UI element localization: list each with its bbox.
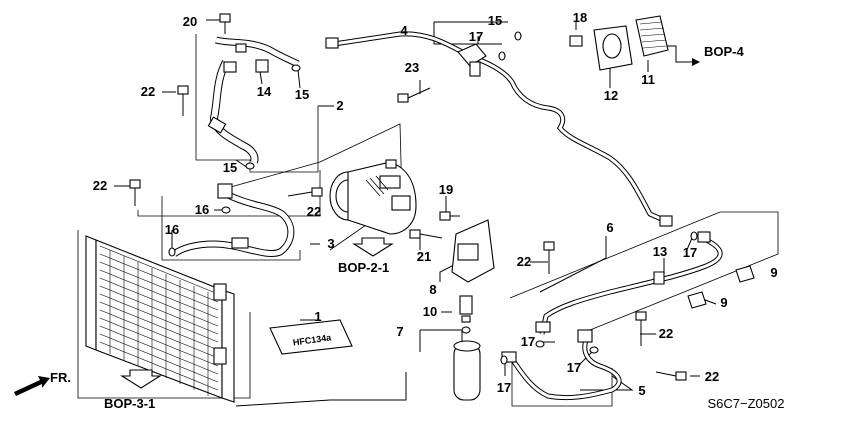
callout-15a: 15 [488,13,502,28]
callout-5: 5 [638,383,645,398]
ref-bop-2-1: BOP-2-1 [338,260,389,275]
callout-9a: 9 [770,265,777,280]
ref-bop-4: BOP-4 [704,44,745,59]
callout-13: 13 [653,244,667,259]
callout-20: 20 [183,14,197,29]
pipe-5 [501,329,622,401]
callout-17e: 17 [497,380,511,395]
front-indicator: FR. [50,370,71,385]
callout-16b: 16 [165,222,179,237]
bolt-23 [397,87,431,103]
bolt-22e [635,311,647,346]
bolt-21 [409,229,443,239]
callout-16a: 16 [195,202,209,217]
callout-22b: 22 [93,178,107,193]
condenser [85,235,235,403]
bolt-19 [439,211,460,221]
callout-22e: 22 [659,326,673,341]
bolt-20 [219,13,231,34]
diagram-code: S6C7−Z0502 [708,396,785,411]
bolt-22f [655,371,687,381]
bolt-22c [287,187,323,197]
callout-23: 23 [405,60,419,75]
bolt-22a [177,85,189,116]
callout-17a: 17 [469,29,483,44]
callout-22a: 22 [141,84,155,99]
callout-15b: 15 [295,87,309,102]
callout-17d: 17 [567,360,581,375]
callout-10: 10 [423,304,437,319]
refrigerant-label: HFC134a [269,319,353,355]
condenser-fins [99,245,219,396]
evap-fittings [569,15,669,71]
bracket [451,219,495,283]
clamps [653,265,755,309]
assembly-frames [77,34,779,407]
callout-numbers: 1 2 3 4 5 6 7 8 9 9 10 11 12 13 14 15 15… [93,10,778,398]
callout-9b: 9 [720,295,727,310]
callout-22f: 22 [705,369,719,384]
callout-21: 21 [417,249,431,264]
callout-18: 18 [573,10,587,25]
reference-tags: BOP-4 BOP-2-1 BOP-3-1 FR. [14,44,745,411]
compressor [329,159,417,235]
callout-11: 11 [641,72,655,87]
bolt-22d [543,241,555,274]
fitting-14 [255,59,269,73]
callout-19: 19 [439,182,453,197]
discharge-hose [171,183,295,257]
callout-22d: 22 [517,254,531,269]
callout-3: 3 [327,236,334,251]
ref-bop-3-1: BOP-3-1 [104,396,155,411]
bolt-22b [129,179,141,206]
callout-12: 12 [604,88,618,103]
callout-17b: 17 [683,245,697,260]
callout-15c: 15 [223,160,237,175]
callout-8: 8 [429,282,436,297]
callout-17c: 17 [521,334,535,349]
callout-14: 14 [257,84,272,99]
callout-6: 6 [606,220,613,235]
callout-2: 2 [336,98,343,113]
o-rings [168,31,698,365]
receiver-dryer [453,295,481,401]
bolts [129,13,687,381]
callout-4: 4 [400,23,408,38]
pipe-4 [325,31,673,227]
callout-7: 7 [396,324,403,339]
suction-hose-upper [207,36,300,164]
callout-22c: 22 [307,204,321,219]
callout-1: 1 [314,309,321,324]
